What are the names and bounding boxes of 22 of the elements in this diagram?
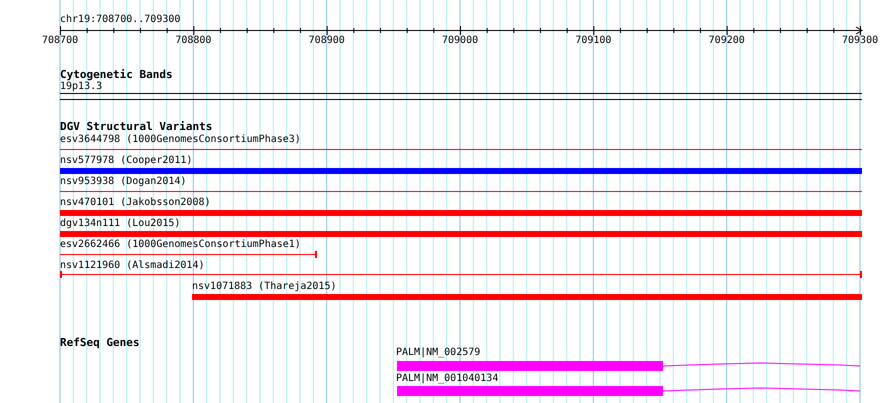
tick-label: 709300 — [842, 35, 878, 47]
tick-label: 708800 — [175, 35, 212, 47]
tick-label: 709000 — [442, 35, 478, 47]
track-heading: RefSeq Genes — [60, 337, 140, 349]
tick-label: 709100 — [575, 35, 612, 47]
band-label: 19p13.3 — [60, 81, 102, 93]
tick-label: 709200 — [708, 35, 745, 47]
gene-label: PALM|NM_002579 — [396, 347, 480, 359]
variant-label: nsv577978 (Cooper2011) — [60, 155, 192, 167]
tick-label: 708700 — [42, 35, 78, 47]
variant-label: nsv1071883 (Thareja2015) — [192, 281, 336, 293]
variant-label: nsv470101 (Jakobsson2008) — [60, 197, 211, 209]
variant-label: esv2662466 (1000GenomesConsortiumPhase1) — [60, 239, 301, 251]
tick-label: 708900 — [308, 35, 345, 47]
track-heading: DGV Structural Variants — [60, 121, 212, 133]
track-heading: Cytogenetic Bands — [60, 69, 173, 81]
variant-label: nsv953938 (Dogan2014) — [60, 176, 186, 188]
variant-label: dgv134n111 (Lou2015) — [60, 218, 180, 230]
ruler-title: chr19:708700..709300 — [60, 14, 180, 26]
gene-label: PALM|NM_001040134 — [396, 373, 498, 385]
variant-label: nsv1121960 (Alsmadi2014) — [60, 260, 204, 272]
variant-label: esv3644798 (1000GenomesConsortiumPhase3) — [60, 134, 301, 146]
